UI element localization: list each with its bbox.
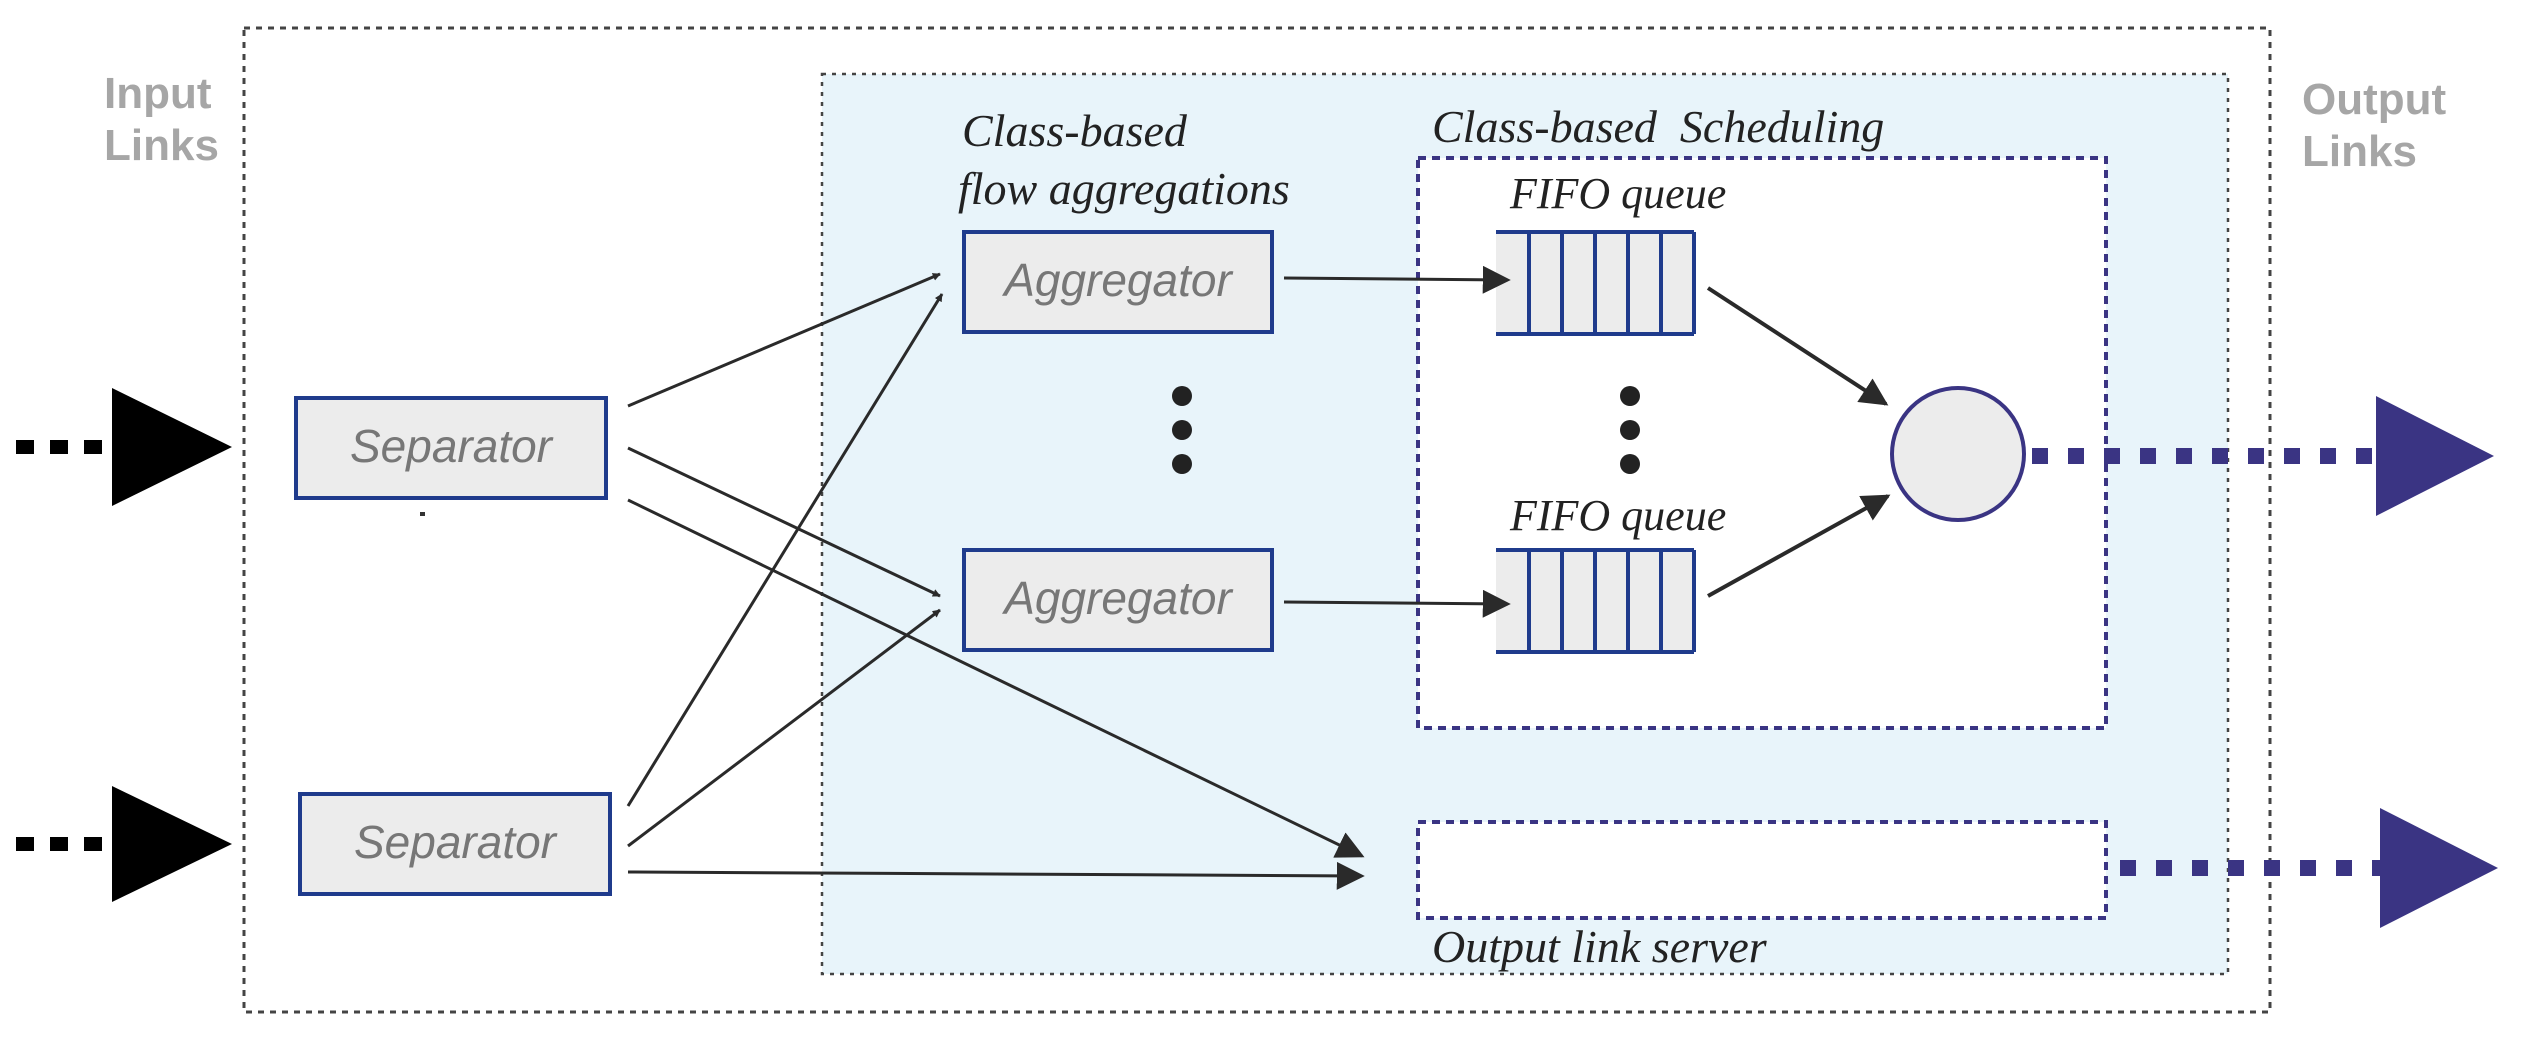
output-arrow-bottom-icon — [2120, 808, 2498, 928]
output-arrow-top-icon — [2032, 396, 2494, 516]
connector-arrows — [626, 265, 1891, 890]
arrow-agg1-to-queue1 — [1283, 265, 1511, 294]
aggregator-bottom: Aggregator — [962, 548, 1274, 652]
separator-top: Separator — [294, 396, 608, 500]
aggregator-bottom-label: Aggregator — [1001, 572, 1233, 624]
fifo-queue-top-label: FIFO queue — [1509, 169, 1726, 218]
separator-bottom: Separator — [298, 792, 612, 896]
aggregator-top: Aggregator — [962, 230, 1274, 334]
input-links-label: Input Links — [104, 69, 224, 170]
flow-aggregations-line1: Class-based — [962, 105, 1188, 156]
separator-bottom-label: Separator — [354, 816, 558, 868]
output-link-server-box — [1416, 820, 2108, 920]
stray-dot — [420, 512, 425, 516]
aggregator-ellipsis-icon — [1172, 386, 1192, 474]
output-links-line1: Output — [2302, 75, 2447, 124]
aggregator-top-label: Aggregator — [1001, 254, 1233, 306]
input-links-line2: Links — [104, 121, 219, 170]
separator-top-label: Separator — [350, 420, 554, 472]
arrow-sep2-to-agg1 — [626, 293, 944, 807]
flow-aggregations-line2: flow aggregations — [958, 163, 1290, 214]
output-link-server-label: Output link server — [1432, 921, 1768, 972]
arrow-queue2-to-scheduler — [1707, 494, 1891, 598]
input-links-line1: Input — [104, 69, 212, 118]
output-links-line2: Links — [2302, 127, 2417, 176]
scheduler-circle-icon — [1890, 386, 2026, 522]
input-arrow-top-icon — [16, 388, 232, 506]
input-arrow-bottom-icon — [16, 786, 232, 902]
fifo-queue-bottom-label: FIFO queue — [1509, 491, 1726, 540]
arrow-sep2-to-agg2 — [627, 608, 941, 848]
router-boundary — [242, 26, 2272, 1014]
arrow-sep1-to-agg1 — [627, 272, 941, 408]
output-links-label: Output Links — [2302, 75, 2458, 176]
fifo-queue-top — [1496, 230, 1696, 336]
arrow-sep2-to-server — [627, 861, 1365, 890]
arrow-agg2-to-queue2 — [1283, 589, 1511, 618]
queue-ellipsis-icon — [1620, 386, 1640, 474]
arrow-sep1-to-agg2 — [627, 446, 941, 598]
fifo-queue-bottom — [1496, 548, 1696, 654]
flow-aggregations-label: Class-based flow aggregations — [958, 105, 1290, 214]
class-based-scheduling-label: Class-based Scheduling — [1432, 101, 1884, 152]
arrow-sep1-to-server — [627, 498, 1365, 858]
arrow-queue1-to-scheduler — [1706, 286, 1889, 406]
